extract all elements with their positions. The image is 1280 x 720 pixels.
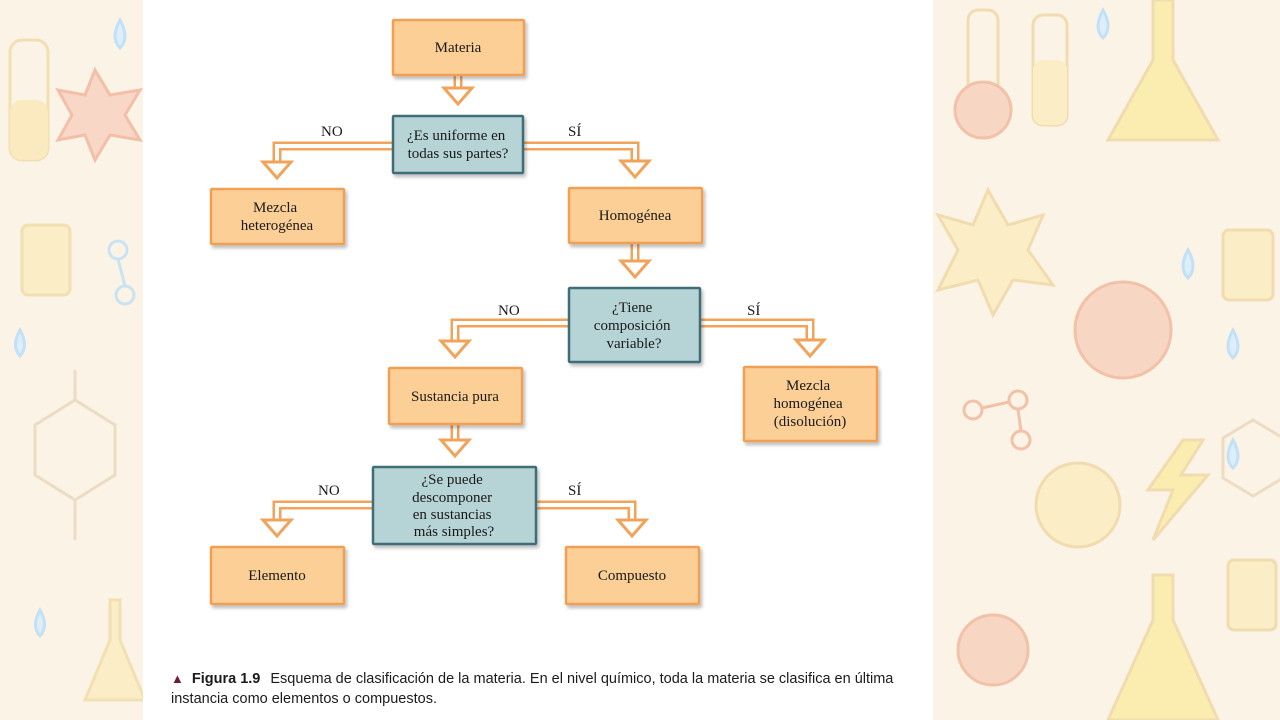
water-drop-icon (14, 326, 46, 639)
question-composicion (567, 286, 702, 364)
connectors (259, 76, 828, 539)
node-mezcla-homogenea-label: Mezcla homogénea (disolución) (774, 378, 847, 430)
boom-icon (55, 66, 143, 164)
arrow-uniforme-no (259, 141, 393, 181)
arrow-descomponer-no (259, 500, 373, 539)
benzene-ring-icon (1221, 418, 1280, 498)
node-homogenea-label: Homogénea (599, 208, 672, 224)
beaker-icon (953, 80, 1030, 687)
node-elemento-label: Elemento (248, 568, 305, 584)
node-mezcla-heterogenea (209, 187, 346, 246)
question-descomponer-label: ¿Se puede descomponer en sustancias más … (412, 472, 496, 540)
figure-label: Figura 1.9 (191, 671, 261, 687)
node-compuesto-label: Compuesto (598, 568, 666, 584)
classification-diagram: Materia ¿Es uniforme en todas sus partes… (209, 18, 879, 606)
edge-label-si-3: SÍ (568, 482, 581, 499)
arrow-composicion-no (437, 318, 569, 360)
node-homogenea (567, 186, 704, 245)
question-uniforme (391, 114, 525, 175)
background-right (933, 0, 1280, 720)
question-composicion-label: ¿Tiene composición variable? (594, 300, 674, 352)
edge-label-no-3: NO (318, 483, 340, 499)
molecule-icon (962, 389, 1032, 451)
edge-label-no-2: NO (498, 303, 520, 319)
lightning-icon (1145, 438, 1212, 541)
arrow-sustancia-to-question (437, 425, 473, 459)
question-uniforme-label: ¿Es uniforme en todas sus partes? (407, 128, 509, 162)
test-tube-icon (8, 38, 50, 162)
node-sustancia-pura-label: Sustancia pura (411, 389, 499, 405)
arrow-materia-to-question (440, 76, 476, 107)
caption-text: Esquema de clasificación de la materia. … (171, 671, 894, 707)
edge-label-si-1: SÍ (568, 123, 581, 140)
question-bubble-icon (1034, 280, 1173, 549)
edge-label-no-1: NO (321, 124, 343, 140)
node-compuesto (564, 545, 701, 606)
node-mezcla-homogenea (742, 365, 879, 443)
arrow-composicion-si (700, 318, 828, 359)
node-materia-label: Materia (435, 40, 482, 56)
beaker-icon (20, 223, 72, 297)
flask-icon (1105, 0, 1221, 720)
arrow-descomponer-si (536, 500, 650, 539)
triangle-icon: ▲ (171, 671, 184, 686)
water-drop-icon (1096, 6, 1240, 471)
water-drop-icon (113, 16, 127, 51)
edge-label-si-2: SÍ (747, 302, 760, 319)
node-sustancia-pura (387, 366, 524, 426)
molecule-icon (107, 239, 136, 306)
benzene-ring-icon (33, 370, 117, 540)
node-materia (391, 18, 526, 77)
boom-icon (934, 186, 1057, 319)
node-mezcla-heterogenea-label: Mezcla heterogénea (241, 200, 314, 234)
beaker-icon (1221, 228, 1278, 632)
background-left (0, 0, 143, 720)
flask-icon (82, 598, 143, 702)
node-elemento (209, 545, 346, 606)
arrow-homogenea-to-question (617, 244, 653, 280)
question-descomponer (371, 465, 538, 546)
arrow-uniforme-si (523, 141, 653, 180)
figure-panel: Materia ¿Es uniforme en todas sus partes… (143, 0, 933, 720)
